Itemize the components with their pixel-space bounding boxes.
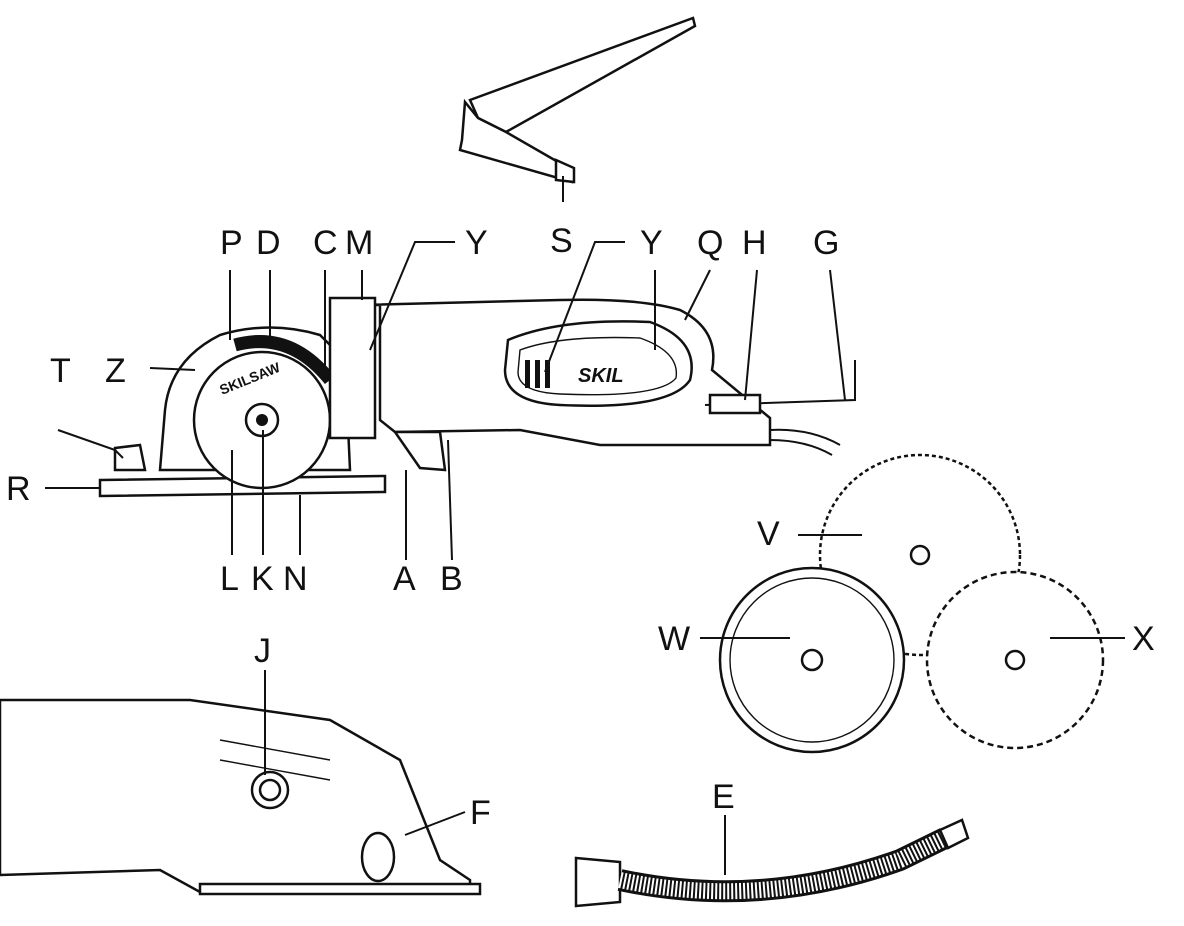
dust-hose-part [574,818,970,908]
label-j: J [254,632,271,670]
leader-lines [45,176,1125,875]
label-k: K [251,560,274,598]
label-n: N [283,560,308,598]
label-b: B [440,560,463,598]
mini-saw-part [98,296,856,498]
brand-logo: SKIL [578,365,624,387]
label-r: R [6,470,31,508]
parallel-guide-part [458,16,697,184]
label-c: C [313,224,338,262]
label-f: F [470,794,491,832]
label-q: Q [697,224,724,262]
label-t: T [50,352,71,390]
label-e: E [712,778,735,816]
label-s: S [550,222,573,260]
label-d: D [256,224,281,262]
label-z: Z [105,352,126,390]
label-g: G [813,224,840,262]
label-l: L [220,560,239,598]
label-p: P [220,224,243,262]
label-y2: Y [640,224,663,262]
saw-blades-part [718,453,1105,754]
label-y1: Y [465,224,488,262]
label-a: A [393,560,416,598]
label-m: M [345,224,374,262]
saw-side-view-part [0,698,482,896]
label-w: W [658,620,691,658]
label-h: H [742,224,767,262]
label-v: V [757,515,780,553]
label-x: X [1132,620,1155,658]
